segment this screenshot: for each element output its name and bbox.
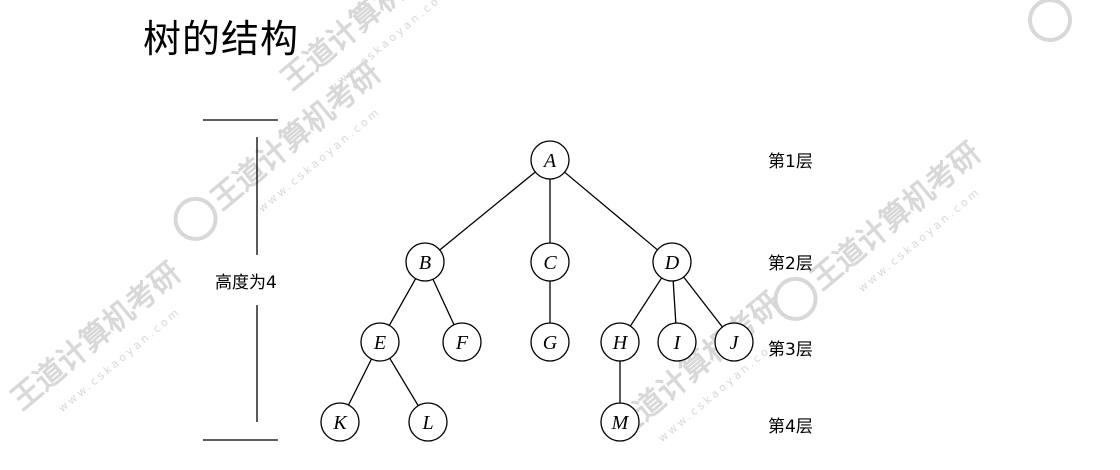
edge-D-J bbox=[683, 276, 723, 328]
node-label: A bbox=[542, 150, 557, 172]
tree-edges bbox=[347, 171, 723, 407]
node-circle bbox=[652, 242, 692, 282]
page-title: 树的结构 bbox=[143, 17, 300, 61]
edge-D-I bbox=[672, 280, 677, 324]
node-circle bbox=[600, 402, 640, 442]
node-circle bbox=[714, 322, 754, 362]
node-circle bbox=[600, 322, 640, 362]
height-bracket: 高度为4 bbox=[203, 119, 278, 441]
watermark-logo-icon bbox=[773, 276, 818, 321]
edge-E-L bbox=[389, 357, 419, 407]
watermark-6 bbox=[1028, 0, 1072, 42]
edge-D-H bbox=[629, 277, 663, 327]
edge-B-E bbox=[388, 278, 417, 326]
watermark-4: 王道计算机考研 www.cskaoyan.com bbox=[4, 256, 187, 418]
tree-node-I: I bbox=[657, 322, 697, 362]
watermark-3: 王道计算机考研 www.cskaoyan.com bbox=[274, 0, 457, 97]
node-label: K bbox=[332, 412, 348, 434]
tree-node-B: B bbox=[405, 242, 445, 282]
node-circle bbox=[530, 322, 570, 362]
node-label: I bbox=[673, 332, 682, 354]
node-circle bbox=[530, 242, 570, 282]
height-label: 高度为4 bbox=[215, 273, 277, 293]
node-label: M bbox=[611, 412, 630, 434]
edge-E-K bbox=[347, 358, 373, 406]
node-circle bbox=[408, 402, 448, 442]
node-label: L bbox=[421, 412, 433, 434]
node-circle bbox=[657, 322, 697, 362]
node-circle bbox=[360, 322, 400, 362]
watermark-text: 王道计算机考研 bbox=[804, 136, 987, 298]
tree-node-K: K bbox=[320, 402, 360, 442]
node-label: H bbox=[612, 332, 629, 354]
tree-node-M: M bbox=[600, 402, 640, 442]
level-label-2: 第2层 bbox=[768, 254, 813, 274]
node-label: E bbox=[373, 332, 386, 354]
level-labels: 第1层 第2层 第3层 第4层 bbox=[768, 152, 813, 437]
edge-B-F bbox=[432, 278, 455, 326]
edge-A-D bbox=[564, 171, 658, 251]
edge-A-B bbox=[439, 171, 536, 251]
tree-node-C: C bbox=[530, 242, 570, 282]
tree-node-G: G bbox=[530, 322, 570, 362]
tree-nodes: A B C D E F G H I J K L M bbox=[320, 140, 754, 442]
node-label: F bbox=[455, 332, 469, 354]
tree-node-D: D bbox=[652, 242, 692, 282]
level-label-4: 第4层 bbox=[768, 417, 813, 437]
node-circle bbox=[530, 140, 570, 180]
tree-node-J: J bbox=[714, 322, 754, 362]
watermarks: 王道计算机考研 www.cskaoyan.com 王道计算机考研 www.csk… bbox=[4, 0, 1072, 448]
node-circle bbox=[442, 322, 482, 362]
watermark-logo-icon bbox=[173, 196, 218, 241]
node-label: J bbox=[730, 332, 740, 354]
watermark-5: 王道计算机考研 www.cskaoyan.com bbox=[604, 286, 787, 448]
node-label: C bbox=[543, 252, 557, 274]
node-label: B bbox=[419, 252, 431, 274]
node-label: D bbox=[664, 252, 680, 274]
tree-node-A: A bbox=[530, 140, 570, 180]
level-label-3: 第3层 bbox=[768, 340, 813, 360]
node-circle bbox=[320, 402, 360, 442]
node-circle bbox=[405, 242, 445, 282]
tree-node-H: H bbox=[600, 322, 640, 362]
watermark-logo-icon bbox=[1028, 0, 1072, 42]
tree-node-L: L bbox=[408, 402, 448, 442]
node-label: G bbox=[543, 332, 558, 354]
level-label-1: 第1层 bbox=[768, 152, 813, 172]
watermark-text: 王道计算机考研 bbox=[4, 256, 187, 418]
tree-node-E: E bbox=[360, 322, 400, 362]
tree-node-F: F bbox=[442, 322, 482, 362]
